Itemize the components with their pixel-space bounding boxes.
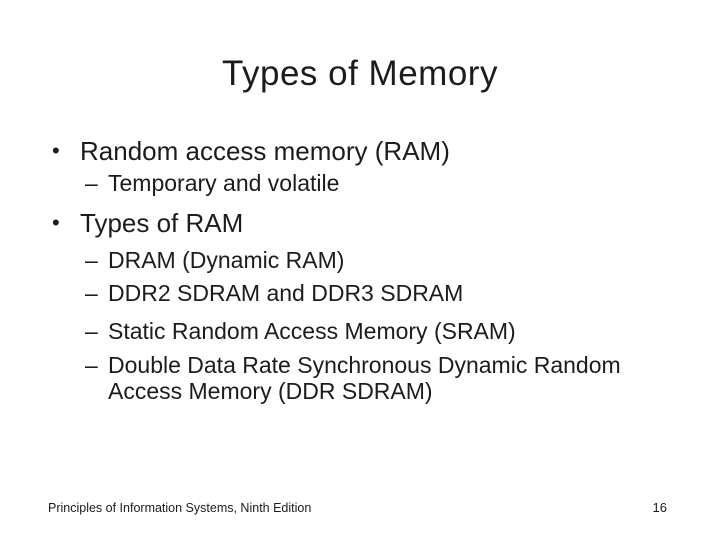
slide-body: • Random access memory (RAM) – Temporary… [0,135,720,404]
bullet-text: Types of RAM [80,208,244,238]
sub-bullet-sram: – Static Random Access Memory (SRAM) [0,318,720,344]
sub-bullet-text: DRAM (Dynamic RAM) [108,247,345,273]
sub-bullet-text: Static Random Access Memory (SRAM) [108,318,516,344]
dash-marker: – [85,170,98,196]
sub-bullet-ddr-sdram: – Double Data Rate Synchronous Dynamic R… [0,352,720,404]
dash-marker: – [85,280,98,306]
bullet-dot: • [52,138,60,163]
slide-footer: Principles of Information Systems, Ninth… [48,500,667,516]
sub-bullet-ddr2-ddr3: – DDR2 SDRAM and DDR3 SDRAM [0,280,720,306]
sub-bullet-temporary: – Temporary and volatile [0,170,720,196]
dash-marker: – [85,247,98,273]
sub-bullet-dram: – DRAM (Dynamic RAM) [0,247,720,273]
sub-bullet-text: Double Data Rate Synchronous Dynamic Ran… [108,352,621,404]
bullet-item-ram: • Random access memory (RAM) [0,135,720,167]
bullet-dot: • [52,210,60,235]
bullet-text: Random access memory (RAM) [80,136,450,166]
slide-title: Types of Memory [222,54,498,93]
sub-bullet-text: Temporary and volatile [108,170,340,196]
bullet-item-types-of-ram: • Types of RAM [0,207,720,239]
dash-marker: – [85,352,98,378]
page-number: 16 [652,500,667,515]
sub-bullet-text: DDR2 SDRAM and DDR3 SDRAM [108,280,464,306]
footer-book-title: Principles of Information Systems, Ninth… [48,501,312,515]
dash-marker: – [85,318,98,344]
